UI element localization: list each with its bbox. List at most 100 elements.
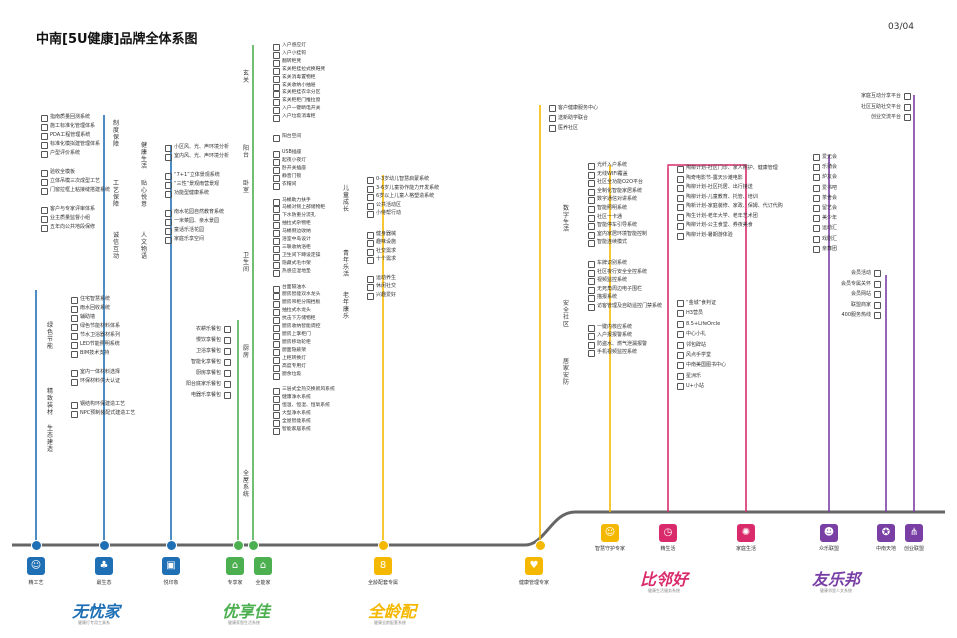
house-icon[interactable]: ⌂: [226, 557, 244, 575]
node-label: 全龄配套专属: [367, 580, 398, 586]
list-item: 小侍帮行动: [366, 209, 439, 218]
node-label: 悦印象: [163, 580, 179, 586]
list-item: 入户小挂钩: [272, 50, 335, 59]
list-item: 环保材料供大认证: [70, 377, 135, 386]
list-item: 玄关柜挂拉式换鞋凳: [272, 66, 335, 75]
list-item: 陶柳计划-社区门诊、家人照护、健康管理: [676, 164, 783, 174]
list-item: 业主质量监督小组: [40, 214, 110, 223]
group-label: 诚信互动: [113, 232, 120, 260]
group-label: 贴心悦意: [141, 180, 148, 208]
frame-icon[interactable]: ▣: [162, 557, 180, 575]
col1-list: 指南质量回测系统 施工标准化管理体系 PDA工程管理系统 标准化模拟建管理体系 …: [40, 113, 110, 232]
list-item: 马桶助力扶手: [272, 197, 335, 206]
list-item: 抽拉式水龙头: [272, 307, 335, 317]
clock-icon[interactable]: ◷: [659, 524, 677, 542]
list-item: 光纤入户系统: [587, 161, 662, 170]
list-item: 辅助墙: [70, 313, 135, 322]
person-icon[interactable]: ☺: [27, 557, 45, 575]
list-item: 玄关消毒置物柜: [272, 74, 335, 83]
node-label: 健康管理专家: [518, 580, 549, 586]
list-item: 高度专用灯: [272, 363, 335, 372]
brand-logo: 优享佳: [222, 602, 271, 621]
list-item: 雨水回收系统: [70, 304, 135, 313]
group-label: 工艺保障: [113, 180, 120, 208]
list-item: 玄关柜挂衣伞分区: [272, 89, 335, 99]
list-item: 厨房吊柜分隔挡板: [272, 299, 335, 309]
list-item: 厨房上掌柜门: [272, 331, 335, 340]
brand-badge: 邦: [844, 570, 861, 589]
list-item: 室内一体材料选择: [70, 368, 135, 377]
list-item: “7+1”立体景观系统: [164, 171, 229, 180]
list-item: 入户报报警系统: [587, 331, 662, 340]
list-item: 智能照明系统: [587, 204, 662, 213]
list-item: 戏剧汇: [812, 234, 837, 244]
list-item: 静音门锁: [272, 173, 335, 182]
brand-logo: 全龄配: [368, 602, 417, 621]
list-item: 中南美国图书中心: [676, 360, 726, 370]
list-item: 功能型健康系统: [164, 189, 229, 198]
col2-list: 小区风、光、声环境分析 室内风、光、声环境分析 “7+1”立体景观系统 “三性”…: [164, 143, 229, 244]
list-item: 卫生间下蹲设定操: [272, 252, 335, 261]
list-item: 会员活动: [800, 268, 882, 279]
share-icon[interactable]: ⋔: [905, 524, 923, 542]
figure-eight-icon[interactable]: 8: [374, 557, 392, 575]
list-item: 钢结构环保建造工艺: [70, 400, 135, 409]
list-item: 验收全模板: [40, 168, 110, 177]
list-item: 400服务热线: [800, 310, 882, 321]
list-item: 立体吊模三次成型工艺: [40, 177, 110, 186]
col4-list: 农耕乐餐包 慢饮享餐包 卫浴享餐包 智能化享餐包 厨房享餐包 阳台底家乐餐包 电…: [170, 324, 232, 401]
timeline-dot: [248, 540, 259, 551]
list-item: 大型净水系统: [272, 410, 335, 420]
list-item: 医养社区: [548, 123, 598, 133]
list-item: 抽拉式杂物柜: [272, 220, 335, 230]
list-item: BIM技术支持: [70, 349, 135, 358]
node-label: 全能家: [255, 580, 271, 586]
list-item: 全屋智能系统: [272, 418, 335, 427]
brand-tagline: 健康生活服务系统: [648, 588, 680, 593]
people-icon[interactable]: ☺: [601, 524, 619, 542]
list-item: 智能化享餐包: [170, 357, 232, 368]
house-icon[interactable]: ⌂: [254, 557, 272, 575]
list-item: 厨房享餐包: [170, 368, 232, 379]
list-item: 亲舞团: [812, 244, 837, 254]
node-label: 精生活: [660, 546, 676, 552]
tree-icon[interactable]: ♣: [95, 557, 113, 575]
node-label: 创业联盟: [903, 546, 924, 552]
list-item: 抗击下方储物柜: [272, 315, 335, 325]
list-item: “三性”景观雨营景观: [164, 180, 229, 189]
node-label: 精工艺: [28, 580, 44, 586]
col6-list: 0-3岁幼儿智慧启蒙系统 3-6岁儿童协作能力开发系统 6岁以上儿童人格塑造系统…: [366, 175, 439, 299]
page-number: 03/04: [888, 22, 914, 32]
list-item: 爱无会: [812, 152, 837, 162]
col10-mid-list: 爱无会 乐骑会 炉友会 爱书吧 茶舍会 留艺会 美少年 运动汇 戏剧汇 亲舞团: [812, 152, 837, 254]
list-item: 厨房收纳智能调控: [272, 323, 335, 332]
page-title: 中南[5U健康]品牌全体系图: [36, 32, 198, 47]
list-item: 上柜转换灯: [272, 355, 335, 364]
list-item: 童话乐活花园: [164, 226, 229, 235]
cake-icon[interactable]: ✺: [737, 524, 755, 542]
timeline-dot: [233, 540, 244, 551]
list-item: 中心小礼: [676, 329, 726, 339]
list-item: 陶生计划-老年大学、老年艺术团: [676, 212, 783, 222]
list-item: 陶柳计划-社区托居、出行接送: [676, 183, 783, 193]
node-label: 智慧守护专家: [594, 546, 625, 552]
list-item: 隐藏式毛巾架: [272, 260, 335, 269]
group-label: 绿色节能: [47, 322, 54, 350]
list-item: 住宅智慧系统: [70, 295, 135, 304]
list-item: 厨房智能双水龙头: [272, 291, 335, 301]
list-item: 陶奇电影节-露天沙滩电影: [676, 174, 783, 184]
list-item: 6岁以上儿童人格塑造系统: [366, 192, 439, 201]
list-item: 访客管理及自助遥控门禁系统: [587, 302, 662, 311]
list-item: 十个需求: [366, 255, 439, 264]
timeline-dot: [31, 540, 42, 551]
group-icon[interactable]: ☻: [820, 524, 838, 542]
heart-icon[interactable]: ♥: [525, 557, 543, 575]
node-label: 众乐联盟: [818, 546, 839, 552]
list-item: 家庭互动分享平台: [812, 91, 912, 102]
list-item: 兴趣爱好: [366, 291, 439, 299]
node-label: 专享家: [227, 580, 243, 586]
list-item: 手机视频监控系统: [587, 348, 662, 357]
medal-icon[interactable]: ✪: [877, 524, 895, 542]
list-item: 马桶侧边收纳: [272, 228, 335, 238]
